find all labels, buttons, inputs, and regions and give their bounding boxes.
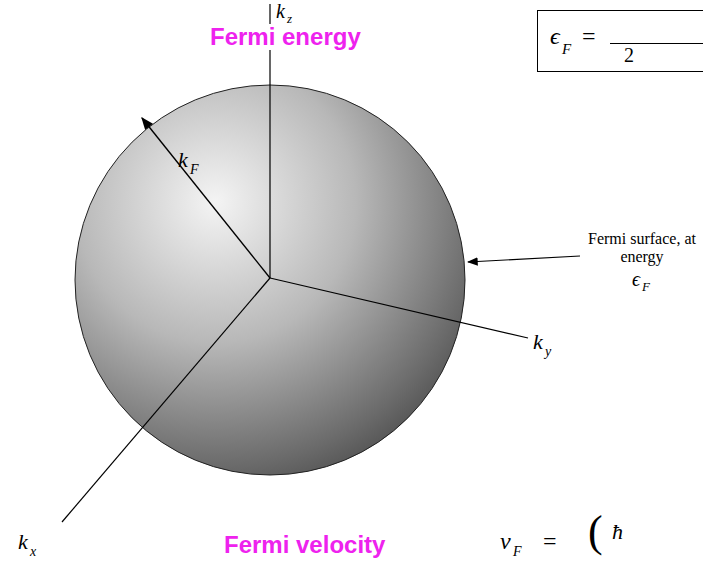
heading-label: Fermi energy bbox=[208, 24, 363, 50]
energy-symbol: ϵ bbox=[550, 23, 560, 49]
axis-symbol: k bbox=[533, 330, 543, 354]
ky-axis bbox=[270, 278, 528, 338]
energy-subscript: F bbox=[562, 41, 571, 58]
heading-label: Fermi velocity bbox=[222, 532, 387, 558]
equals-sign: = bbox=[582, 23, 596, 49]
axis-symbol: k bbox=[276, 0, 285, 22]
axis-symbol: k bbox=[18, 530, 28, 554]
axis-subscript: z bbox=[287, 12, 292, 26]
parenthesis: ( bbox=[588, 508, 603, 556]
energy-subscript: F bbox=[642, 280, 650, 294]
kx-axis bbox=[62, 278, 270, 522]
fraction-bar bbox=[610, 43, 703, 44]
radius-subscript: F bbox=[190, 162, 199, 177]
hbar-symbol: ħ bbox=[612, 520, 623, 544]
denominator-digit: 2 bbox=[624, 44, 634, 66]
formula-box: ϵF = 2 bbox=[537, 10, 703, 72]
radius-symbol: k bbox=[178, 148, 188, 172]
equals-sign: = bbox=[543, 528, 557, 554]
energy-symbol: ϵ bbox=[632, 268, 640, 290]
velocity-subscript: F bbox=[513, 544, 522, 559]
velocity-symbol: v bbox=[500, 528, 511, 554]
axis-subscript: x bbox=[30, 544, 36, 559]
surface-label: Fermi surface, at energy bbox=[583, 230, 701, 265]
fermi-surface-pointer bbox=[468, 256, 580, 262]
axis-subscript: y bbox=[545, 344, 551, 359]
kf-radius-arrow bbox=[142, 118, 270, 278]
